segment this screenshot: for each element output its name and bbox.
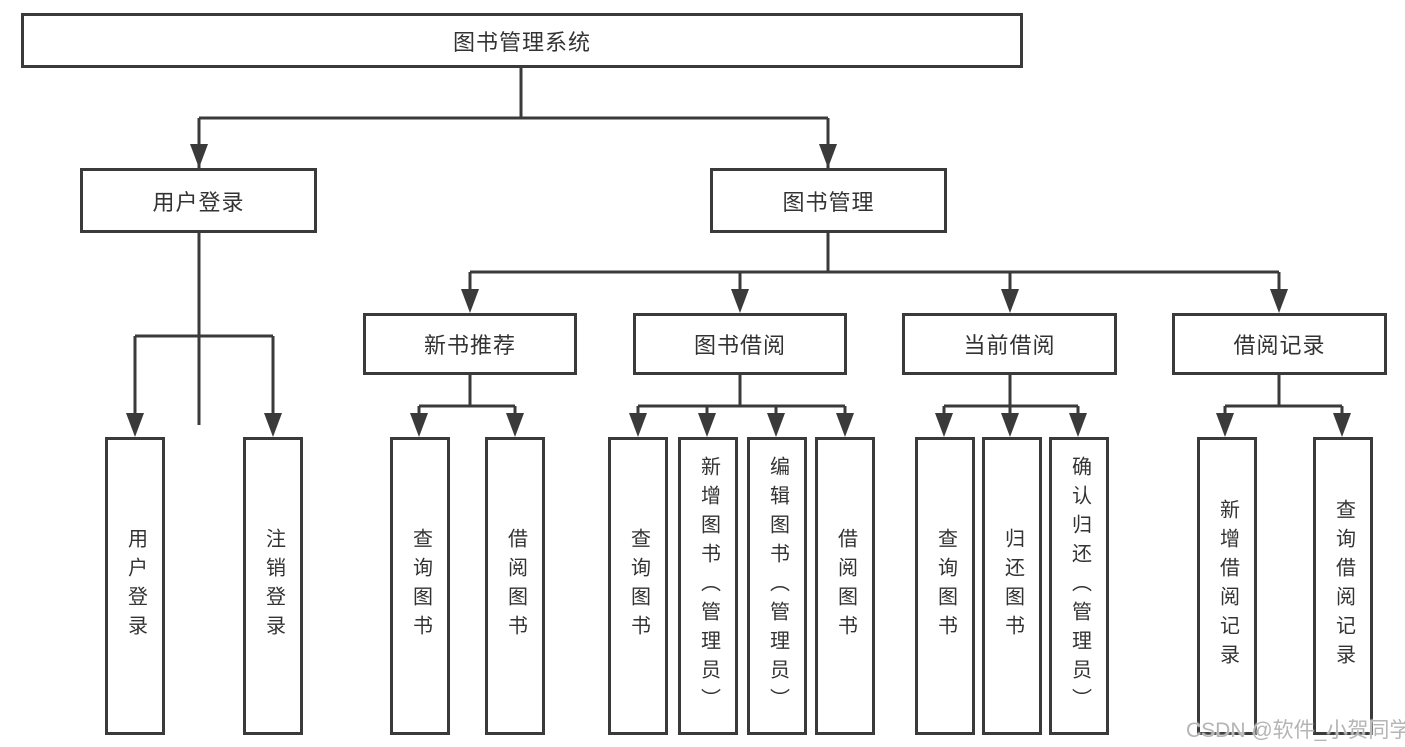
leaf-label: 查询图书 xyxy=(409,528,432,644)
csdn-watermark: CSDN @软件_小贺同学 xyxy=(1186,719,1405,742)
leaf-label: 确认归还（管理员） xyxy=(1068,455,1091,717)
leaf-label: 新增图书（管理员） xyxy=(697,455,720,717)
node-new-book-recommend: 新书推荐 xyxy=(363,313,577,375)
leaf-edit-books-admin: 编辑图书（管理员） xyxy=(747,437,807,735)
leaf-borrow-books: 借阅图书 xyxy=(815,437,875,735)
leaf-label: 查询图书 xyxy=(934,528,957,644)
node-borrow-records: 借阅记录 xyxy=(1172,313,1387,375)
node-label: 图书借阅 xyxy=(693,333,786,358)
leaf-label: 编辑图书（管理员） xyxy=(766,455,789,717)
node-label: 新书推荐 xyxy=(423,333,516,358)
leaf-user-login: 用户登录 xyxy=(105,437,165,735)
node-current-borrow: 当前借阅 xyxy=(902,313,1117,375)
leaf-query-books-recommend: 查询图书 xyxy=(390,437,450,735)
leaf-label: 注销登录 xyxy=(262,528,285,644)
leaf-return-books: 归还图书 xyxy=(982,437,1042,735)
leaf-confirm-return-admin: 确认归还（管理员） xyxy=(1049,437,1109,735)
arrowheads xyxy=(126,144,1351,437)
leaf-label: 归还图书 xyxy=(1001,528,1024,644)
node-user-login: 用户登录 xyxy=(80,168,317,233)
node-label: 借阅记录 xyxy=(1233,333,1326,358)
leaf-add-books-admin: 新增图书（管理员） xyxy=(678,437,738,735)
leaf-borrow-books-recommend: 借阅图书 xyxy=(485,437,545,735)
leaf-query-books-borrow: 查询图书 xyxy=(608,437,668,735)
node-label: 当前借阅 xyxy=(963,333,1056,358)
leaf-query-borrow-record: 查询借阅记录 xyxy=(1313,437,1373,735)
leaf-label: 用户登录 xyxy=(124,528,147,644)
node-label: 用户登录 xyxy=(152,189,245,215)
node-book-management: 图书管理 xyxy=(710,168,947,233)
leaf-label: 新增借阅记录 xyxy=(1216,499,1239,673)
leaf-label: 借阅图书 xyxy=(834,528,857,644)
leaf-logout: 注销登录 xyxy=(243,437,303,735)
leaf-label: 查询借阅记录 xyxy=(1332,499,1355,673)
node-label: 图书管理 xyxy=(782,189,875,215)
node-label: 图书管理系统 xyxy=(452,29,591,55)
leaf-label: 查询图书 xyxy=(627,528,650,644)
leaf-add-borrow-record: 新增借阅记录 xyxy=(1197,437,1257,735)
node-library-management-system: 图书管理系统 xyxy=(21,13,1023,68)
leaf-query-books-current: 查询图书 xyxy=(915,437,975,735)
node-book-borrow: 图书借阅 xyxy=(633,313,847,375)
leaf-label: 借阅图书 xyxy=(504,528,527,644)
